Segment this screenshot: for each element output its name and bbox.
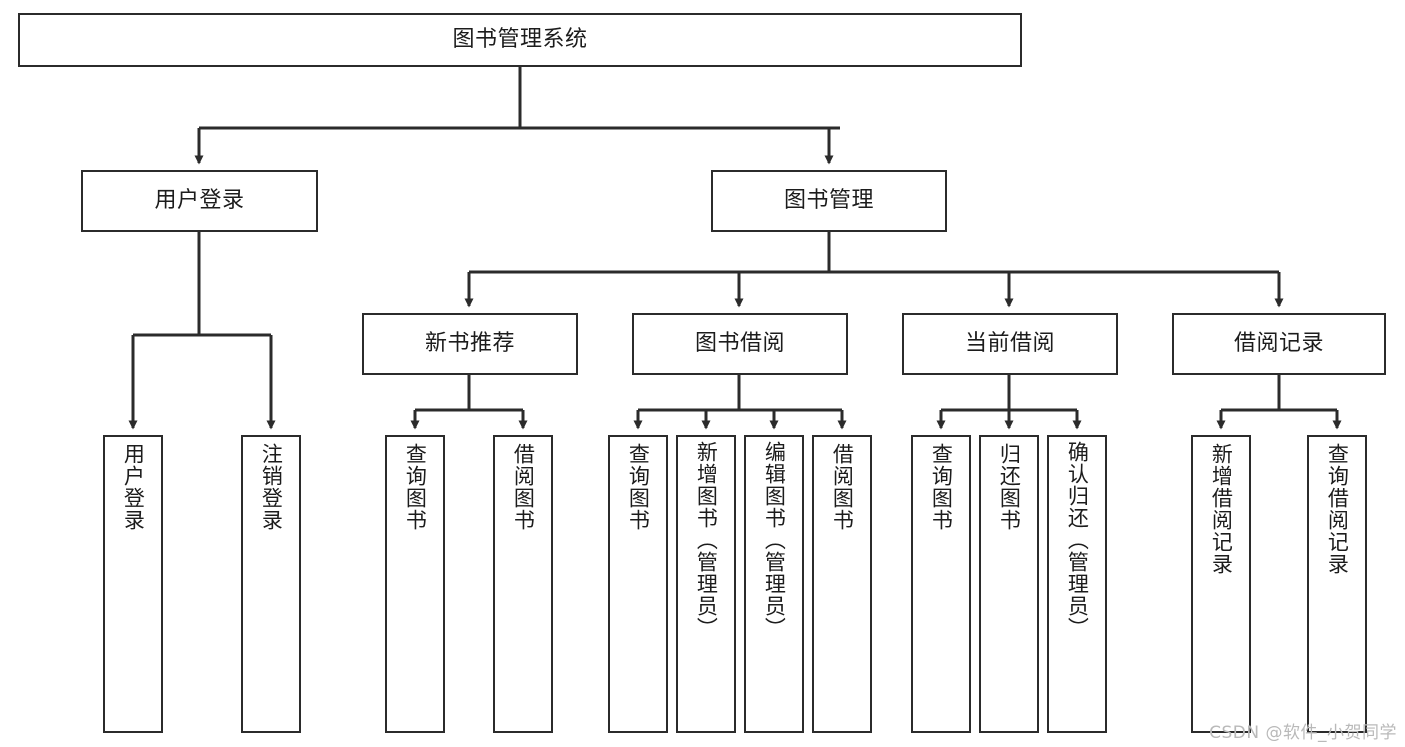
- node-label: 用户登录: [121, 443, 146, 531]
- leaf-confirm-return-admin[interactable]: 确认归还（管理员）: [1047, 435, 1107, 733]
- node-label: 确认归还（管理员）: [1065, 441, 1090, 639]
- node-label: 查询图书: [929, 443, 954, 531]
- node-label: 归还图书: [997, 443, 1022, 531]
- node-label: 图书借阅: [694, 331, 785, 357]
- node-label: 用户登录: [154, 188, 245, 214]
- node-label: 编辑图书（管理员）: [762, 441, 787, 639]
- node-current-borrow[interactable]: 当前借阅: [902, 313, 1118, 375]
- leaf-query-book-current[interactable]: 查询图书: [911, 435, 971, 733]
- node-label: 新书推荐: [424, 331, 515, 357]
- node-label: 注销登录: [259, 443, 284, 531]
- leaf-borrow-book-recommend[interactable]: 借阅图书: [493, 435, 553, 733]
- node-label: 图书管理系统: [452, 27, 588, 53]
- node-label: 新增图书（管理员）: [694, 441, 719, 639]
- node-label: 查询图书: [626, 443, 651, 531]
- node-label: 图书管理: [783, 188, 874, 214]
- leaf-add-book-admin[interactable]: 新增图书（管理员）: [676, 435, 736, 733]
- leaf-return-book[interactable]: 归还图书: [979, 435, 1039, 733]
- leaf-query-borrow-record[interactable]: 查询借阅记录: [1307, 435, 1367, 733]
- node-label: 借阅记录: [1233, 331, 1324, 357]
- node-label: 查询图书: [403, 443, 428, 531]
- csdn-watermark: CSDN @软件_小贺同学: [1209, 723, 1397, 743]
- leaf-query-book-recommend[interactable]: 查询图书: [385, 435, 445, 733]
- node-label: 借阅图书: [830, 443, 855, 531]
- node-book-management[interactable]: 图书管理: [711, 170, 947, 232]
- node-root-system[interactable]: 图书管理系统: [18, 13, 1022, 67]
- node-label: 查询借阅记录: [1325, 443, 1350, 575]
- node-borrow-record[interactable]: 借阅记录: [1172, 313, 1386, 375]
- node-user-login[interactable]: 用户登录: [81, 170, 318, 232]
- node-label: 借阅图书: [511, 443, 536, 531]
- leaf-borrow-book[interactable]: 借阅图书: [812, 435, 872, 733]
- leaf-logout[interactable]: 注销登录: [241, 435, 301, 733]
- leaf-edit-book-admin[interactable]: 编辑图书（管理员）: [744, 435, 804, 733]
- node-label: 新增借阅记录: [1209, 443, 1234, 575]
- leaf-add-borrow-record[interactable]: 新增借阅记录: [1191, 435, 1251, 733]
- node-label: 当前借阅: [964, 331, 1055, 357]
- leaf-user-login[interactable]: 用户登录: [103, 435, 163, 733]
- node-book-borrow[interactable]: 图书借阅: [632, 313, 848, 375]
- node-new-book-recommend[interactable]: 新书推荐: [362, 313, 578, 375]
- leaf-query-book-borrow[interactable]: 查询图书: [608, 435, 668, 733]
